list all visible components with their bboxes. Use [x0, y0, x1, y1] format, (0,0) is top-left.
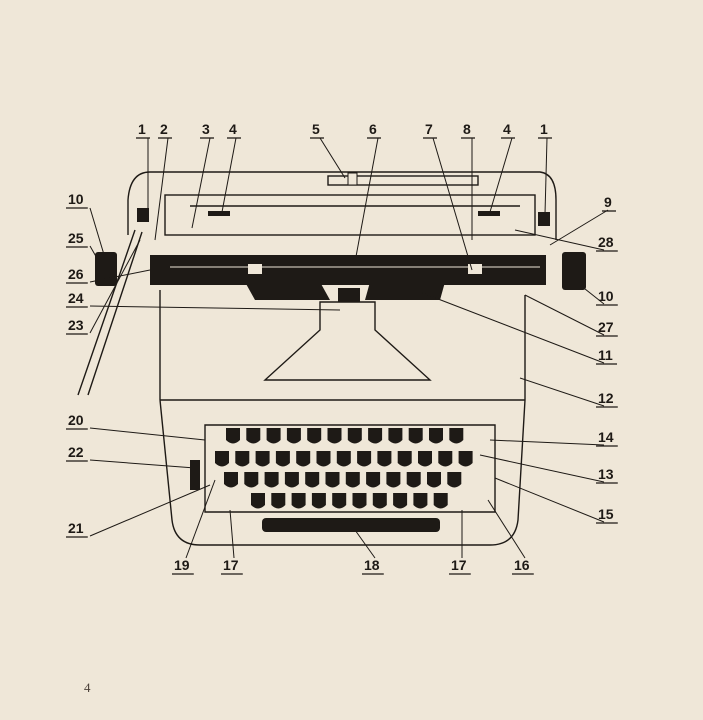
key: [305, 472, 320, 488]
key: [347, 428, 362, 444]
callout-left-26: 26: [68, 266, 84, 282]
page-number: 4: [84, 680, 91, 695]
callout-top-4b: 4: [503, 121, 511, 137]
key: [366, 472, 381, 488]
keyboard: [215, 428, 473, 509]
callout-bottom-17: 17: [223, 557, 239, 573]
key: [386, 472, 401, 488]
key: [352, 493, 367, 509]
callout-right-27: 27: [598, 319, 614, 335]
callout-left-25: 25: [68, 230, 84, 246]
callout-top-3: 3: [202, 121, 210, 137]
callout-left-21: 21: [68, 520, 84, 536]
callout-bottom-19: 19: [174, 557, 190, 573]
key: [368, 428, 383, 444]
key: [266, 428, 281, 444]
key: [235, 451, 250, 467]
key: [377, 451, 392, 467]
key: [215, 451, 229, 467]
key: [246, 428, 261, 444]
key: [226, 428, 240, 444]
callout-left-20: 20: [68, 412, 84, 428]
callout-right-28: 28: [598, 234, 614, 250]
key: [316, 451, 331, 467]
key: [438, 451, 453, 467]
callout-left-24: 24: [68, 290, 84, 306]
typewriter-body: [77, 171, 586, 546]
callout-left-23: 23: [68, 317, 84, 333]
key: [327, 428, 342, 444]
key: [336, 451, 351, 467]
callout-right-12: 12: [598, 390, 614, 406]
key: [296, 451, 311, 467]
callout-bottom-18: 18: [364, 557, 380, 573]
callout-left-10: 10: [68, 191, 84, 207]
key: [345, 472, 360, 488]
key: [418, 451, 432, 467]
key: [271, 493, 286, 509]
key: [406, 472, 421, 488]
callout-right-14: 14: [598, 429, 614, 445]
space-bar: [262, 518, 440, 532]
callout-left-22: 22: [68, 444, 84, 460]
key: [447, 472, 462, 488]
key: [372, 493, 387, 509]
key: [449, 428, 464, 444]
key: [275, 451, 290, 467]
callout-right-15: 15: [598, 506, 614, 522]
callout-top-7: 7: [425, 121, 433, 137]
key: [255, 451, 270, 467]
callout-top-8: 8: [463, 121, 471, 137]
callout-top-6: 6: [369, 121, 377, 137]
key: [429, 428, 443, 444]
key: [332, 493, 347, 509]
callout-top-1b: 1: [540, 121, 548, 137]
key: [458, 451, 473, 467]
callout-bottom-17b: 17: [451, 557, 467, 573]
key: [393, 493, 408, 509]
callout-right-10: 10: [598, 288, 614, 304]
key: [291, 493, 306, 509]
callout-top-1: 1: [138, 121, 146, 137]
key: [397, 451, 412, 467]
callout-top-2: 2: [160, 121, 168, 137]
leader-lines: [89, 137, 609, 559]
callout-right-9: 9: [604, 194, 612, 210]
key: [284, 472, 299, 488]
key: [413, 493, 428, 509]
key: [408, 428, 423, 444]
key: [433, 493, 448, 509]
label-underlines: [66, 137, 618, 575]
key: [251, 493, 265, 509]
key: [224, 472, 238, 488]
key: [286, 428, 301, 444]
callout-top-4: 4: [229, 121, 237, 137]
key: [264, 472, 279, 488]
callout-right-11: 11: [598, 347, 613, 363]
key: [311, 493, 326, 509]
key: [307, 428, 322, 444]
callout-right-13: 13: [598, 466, 614, 482]
callout-bottom-16: 16: [514, 557, 530, 573]
callout-labels: 1 2 3 4 5 6 7 8 4 1 10 25 26 24 23 20 22…: [68, 121, 614, 573]
key: [325, 472, 340, 488]
key: [427, 472, 441, 488]
key: [388, 428, 403, 444]
key: [244, 472, 259, 488]
key: [357, 451, 372, 467]
callout-top-5: 5: [312, 121, 320, 137]
